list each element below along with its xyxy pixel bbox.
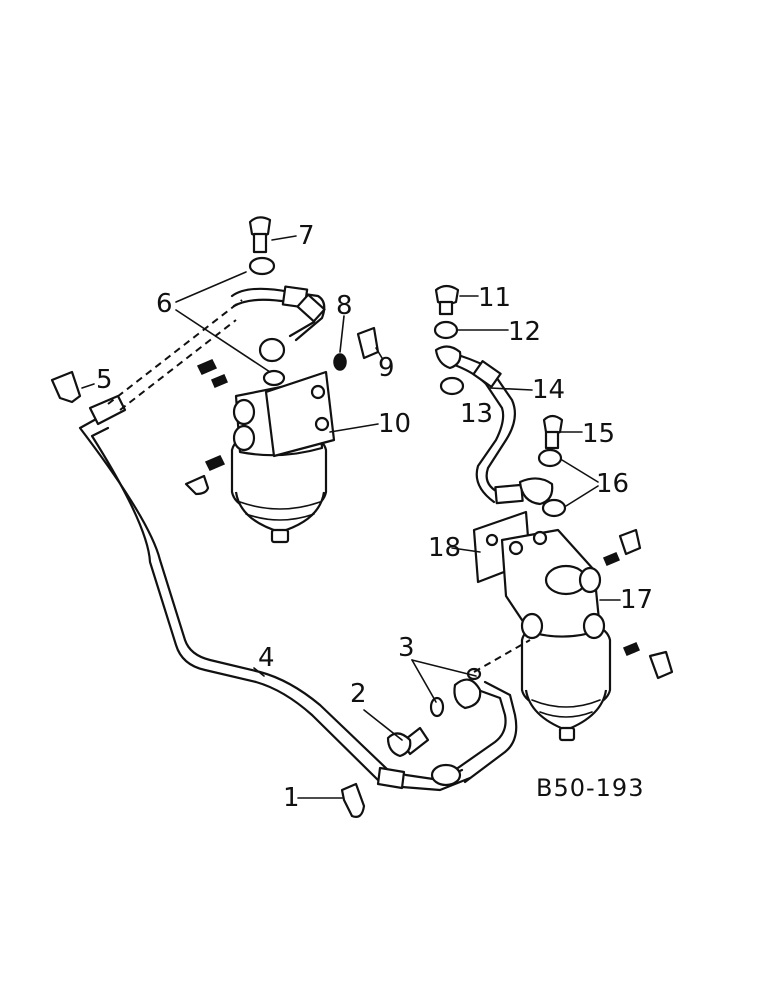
centerline-left bbox=[107, 299, 243, 405]
callout-18: 18 bbox=[428, 533, 461, 563]
callout-3: 3 bbox=[398, 633, 415, 663]
callout-15: 15 bbox=[582, 419, 615, 449]
callout-2: 2 bbox=[350, 679, 367, 709]
callout-8: 8 bbox=[336, 291, 353, 321]
callout-1: 1 bbox=[283, 783, 300, 813]
callout-17: 17 bbox=[620, 585, 653, 615]
banjo-fitting-1 bbox=[340, 782, 366, 818]
callout-4: 4 bbox=[258, 643, 275, 673]
callout-6: 6 bbox=[156, 289, 173, 319]
washers-left bbox=[184, 359, 228, 496]
washer-13 bbox=[439, 376, 465, 396]
callout-7: 7 bbox=[298, 221, 315, 251]
screw-9 bbox=[356, 326, 380, 360]
bolt-7 bbox=[248, 216, 276, 276]
bolt-15 bbox=[542, 414, 564, 450]
callout-10: 10 bbox=[378, 409, 411, 439]
hose-6 bbox=[230, 285, 326, 363]
centerline-right bbox=[473, 639, 531, 673]
drain-plugs-right bbox=[603, 528, 674, 680]
callout-12: 12 bbox=[508, 317, 541, 347]
fuel-pipe-4 bbox=[78, 394, 472, 792]
clip-5 bbox=[50, 370, 82, 404]
fuel-filter-17 bbox=[500, 528, 612, 742]
washer-8 bbox=[333, 353, 347, 371]
pipe-connector-3-assembly bbox=[429, 667, 518, 787]
leader-lines bbox=[81, 235, 621, 799]
bolt-2 bbox=[386, 726, 430, 758]
hose-14 bbox=[434, 345, 554, 506]
washer-16a bbox=[537, 448, 563, 468]
washer-16b bbox=[541, 498, 567, 518]
callout-16: 16 bbox=[596, 469, 629, 499]
washer-12 bbox=[433, 320, 459, 340]
callout-14: 14 bbox=[532, 375, 565, 405]
callout-13: 13 bbox=[460, 399, 493, 429]
drawing-code: B50-193 bbox=[536, 774, 644, 802]
callout-5: 5 bbox=[96, 365, 113, 395]
fuel-filter-10 bbox=[230, 369, 336, 544]
bolt-11 bbox=[434, 284, 460, 316]
callout-11: 11 bbox=[478, 283, 511, 313]
centerline-left-2 bbox=[119, 319, 237, 411]
callout-9: 9 bbox=[378, 353, 395, 383]
